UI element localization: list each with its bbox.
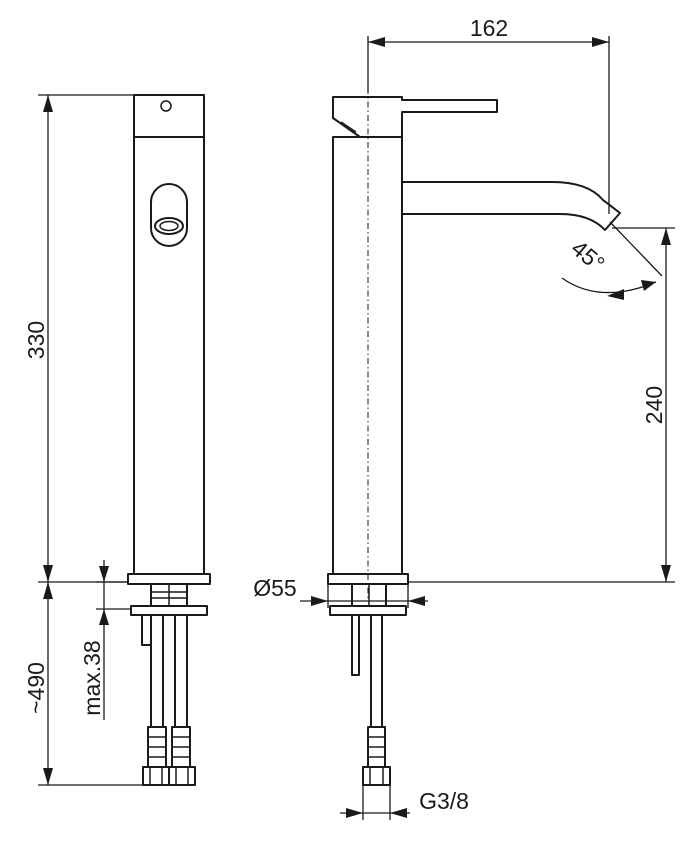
dim-deck-thickness (96, 560, 131, 720)
label-connection-thread: G3/8 (419, 788, 469, 814)
dim-base-diameter (300, 584, 428, 608)
side-threaded-rod (351, 614, 360, 676)
label-deck-thickness: max.38 (79, 640, 105, 715)
dim-spout-height (408, 227, 675, 583)
front-nut-left (142, 766, 170, 786)
front-body (133, 136, 205, 575)
dim-spout-reach (367, 36, 610, 214)
dim-total-height (38, 94, 134, 583)
front-nut-right (168, 766, 196, 786)
front-view (127, 94, 211, 786)
side-hose (370, 614, 383, 728)
side-view (327, 88, 621, 786)
label-total-height: 330 (23, 321, 49, 359)
label-hose-length: ~490 (23, 662, 49, 714)
front-threaded-rod (141, 614, 152, 646)
label-spout-height: 240 (641, 386, 667, 424)
dim-connection-thread (340, 785, 410, 820)
side-spout (401, 181, 621, 231)
side-handle (332, 96, 498, 138)
dim-spout-angle (561, 221, 663, 300)
side-handle-chamfer (332, 117, 361, 138)
front-aerator (154, 217, 184, 235)
front-base-plate (127, 573, 211, 585)
label-base-diameter: Ø55 (253, 575, 296, 601)
front-aerator-slot (150, 183, 188, 247)
front-hose-right (174, 614, 188, 728)
label-spout-reach: 162 (470, 15, 508, 41)
front-hose-left (150, 614, 164, 728)
front-counter-plate (130, 605, 208, 616)
dim-hose-length (38, 582, 143, 786)
side-nut (362, 766, 391, 786)
front-handle-indicator (160, 100, 172, 112)
front-aerator-inner (159, 220, 179, 232)
side-counter-plate (329, 605, 407, 616)
label-spout-angle: 45° (566, 235, 609, 277)
